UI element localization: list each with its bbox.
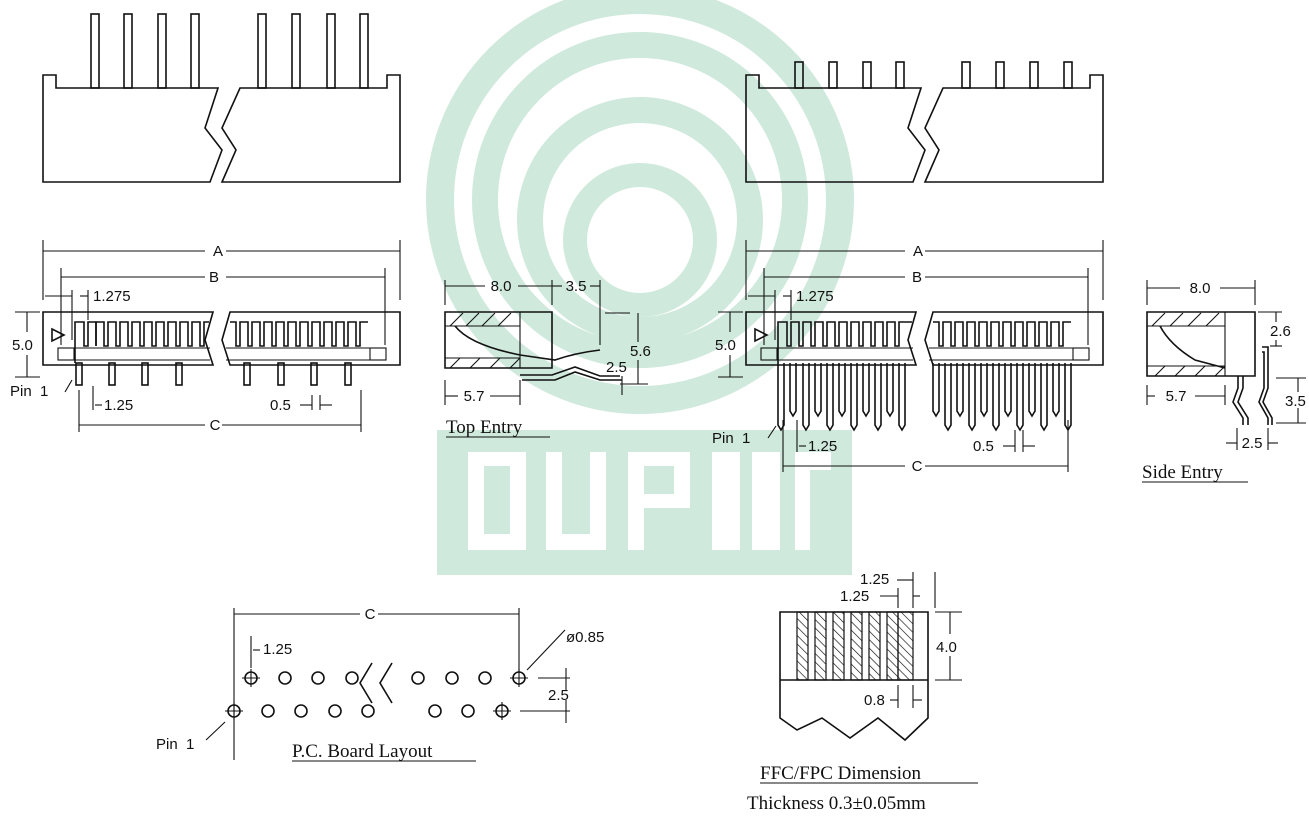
ffc-40-label: 4.0 (936, 639, 957, 656)
pcb-hole (411, 671, 425, 685)
dim-05-label-side: 0.5 (973, 438, 994, 455)
ffc-conductor (897, 611, 914, 681)
solder-pin (826, 363, 834, 432)
side-entry-plan-view: A B 1.275 5.0 Pin 1 1.25 0.5 C (712, 240, 1104, 475)
ffc-conductor (850, 611, 863, 681)
solder-pin (932, 363, 940, 418)
pin1-label-side: Pin 1 (712, 430, 750, 447)
solder-pin (850, 363, 858, 432)
solder-pin (789, 363, 797, 418)
solder-pin (874, 363, 882, 432)
solder-pin (1028, 363, 1036, 418)
pcb-caption: P.C. Board Layout (292, 741, 433, 762)
dim-57-label-side: 5.7 (1166, 388, 1187, 405)
dim-c-label: C (210, 417, 221, 434)
dim-26-label: 2.6 (1270, 323, 1291, 340)
dim-125-label-side: 1.25 (808, 438, 837, 455)
dim-35-label: 3.5 (566, 278, 587, 295)
dim-35b-label: 3.5 (1285, 393, 1306, 410)
pcb-row-label: 2.5 (548, 687, 569, 704)
dim-56-label: 5.6 (630, 343, 651, 360)
dim-05-label: 0.5 (270, 397, 291, 414)
pcb-c-label: C (365, 606, 376, 623)
dim-c-label-side: C (912, 458, 923, 475)
solder-pin (944, 363, 952, 432)
dim-80-label: 8.0 (491, 278, 512, 295)
dim-57-label: 5.7 (464, 388, 485, 405)
ffc-conductor (814, 611, 827, 681)
solder-pin (862, 363, 870, 418)
ffc-08-label: 0.8 (864, 692, 885, 709)
pcb-hole (261, 704, 275, 718)
pin1-label: Pin 1 (10, 383, 48, 400)
solder-pin (1040, 363, 1048, 432)
top-entry-front-view (42, 13, 401, 183)
thickness-caption: Thickness 0.3±0.05mm (747, 793, 926, 814)
dim-25-label: 2.5 (606, 359, 627, 376)
oupiin-watermark-logo (426, 0, 854, 575)
dim-25-label-side: 2.5 (1242, 435, 1263, 452)
solder-pin (1064, 363, 1072, 432)
solder-pin (1052, 363, 1060, 418)
ffc-conductor (796, 611, 809, 681)
side-entry-front-view (745, 61, 1104, 183)
pcb-hole (311, 671, 325, 685)
top-entry-caption: Top Entry (446, 417, 523, 438)
ffc-125a-label: 1.25 (860, 571, 889, 588)
solder-pin (898, 363, 906, 432)
pcb-hole (278, 671, 292, 685)
pcb-hole (361, 704, 375, 718)
top-entry-section: 8.0 3.5 5.6 2.5 5.7 Top Entry (444, 278, 651, 438)
solder-pin (838, 363, 846, 418)
pcb-hole-label: ø0.85 (566, 629, 604, 646)
dim-50-label: 5.0 (12, 337, 33, 354)
solder-pin (980, 363, 988, 418)
ffc-caption: FFC/FPC Dimension (760, 763, 922, 784)
side-entry-section: 8.0 2.6 3.5 5.7 2.5 Side Entry (1142, 280, 1306, 483)
pcb-hole (428, 704, 442, 718)
dim-b-label: B (209, 269, 219, 286)
pcb-pin1-label: Pin 1 (156, 736, 194, 753)
solder-pin (886, 363, 894, 418)
side-entry-caption: Side Entry (1142, 462, 1223, 483)
solder-pin (1016, 363, 1024, 432)
solder-pin (956, 363, 964, 418)
top-entry-plan-view: A B 1.275 5.0 Pin 1 1.25 0.5 C (10, 240, 401, 434)
ffc-conductor (832, 611, 845, 681)
pcb-hole (328, 704, 342, 718)
pcb-hole (478, 671, 492, 685)
solder-pin (968, 363, 976, 432)
ffc-125b-label: 1.25 (840, 588, 869, 605)
pcb-hole (294, 704, 308, 718)
ffc-conductor (868, 611, 881, 681)
ffc-dimension: 1.25 1.25 4.0 0.8 FFC/FPC Dimension Thic… (747, 571, 978, 814)
solder-pin (777, 363, 785, 432)
dim-125-label: 1.25 (104, 397, 133, 414)
dim-80-label-side: 8.0 (1190, 280, 1211, 297)
pcb-hole (445, 671, 459, 685)
pcb-pitch-label: 1.25 (263, 641, 292, 658)
pcb-layout: C 1.25 ø0.85 2.5 Pin 1 P.C. Board Layout (156, 606, 604, 762)
pcb-hole (345, 671, 359, 685)
solder-pin (802, 363, 810, 432)
pcb-hole (461, 704, 475, 718)
dim-50-label-side: 5.0 (715, 337, 736, 354)
solder-pin (814, 363, 822, 418)
dim-a-label: A (213, 243, 223, 260)
dim-a-label-side: A (913, 243, 923, 260)
solder-pin (1004, 363, 1012, 418)
dim-b-label-side: B (912, 269, 922, 286)
dim-1275-label: 1.275 (93, 288, 131, 305)
ffc-conductor (886, 611, 899, 681)
solder-pin (992, 363, 1000, 432)
dim-1275-label-side: 1.275 (796, 288, 834, 305)
